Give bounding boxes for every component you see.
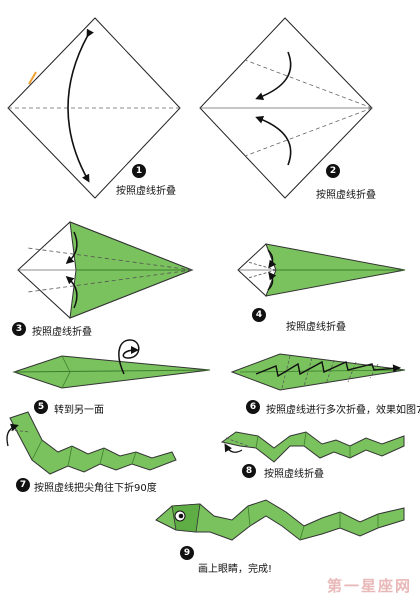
step-4-number: 4 xyxy=(252,308,266,322)
step-5-number: 5 xyxy=(34,400,48,414)
step-9-number: 9 xyxy=(180,546,194,560)
step-2-number: 2 xyxy=(326,164,340,178)
fold-arrow-upper xyxy=(255,51,292,100)
fold-down-arrow xyxy=(6,423,19,447)
step-6-figure xyxy=(230,353,406,391)
fold-arrow-upper xyxy=(65,231,78,264)
fold-arrow-lower xyxy=(255,116,292,166)
fold-arrow-lower xyxy=(267,271,277,291)
turn-over-arrow xyxy=(118,339,140,375)
step-8-number: 8 xyxy=(242,464,256,478)
step-8-figure xyxy=(220,431,405,463)
fold-arrow xyxy=(67,28,94,183)
step-5-caption: 转到另一面 xyxy=(54,405,104,416)
step-7-number: 7 xyxy=(16,478,30,492)
step-6-caption: 按照虚线进行多次折叠，效果如图7 xyxy=(266,405,420,416)
step-3-caption: 按照虚线折叠 xyxy=(32,327,92,338)
step-4-figure xyxy=(237,243,406,297)
step-8-caption: 按照虚线折叠 xyxy=(264,469,324,480)
step-3-figure xyxy=(17,221,194,319)
step-2-caption: 按照虚线折叠 xyxy=(316,190,376,201)
step-2-figure xyxy=(199,17,373,199)
step-9-caption: 画上眼睛，完成! xyxy=(198,564,273,575)
fold-arrow-lower xyxy=(65,276,78,309)
step-1-figure xyxy=(7,17,181,199)
watermark: 第一星座网 xyxy=(326,577,412,595)
step-3-number: 3 xyxy=(12,322,26,336)
step-9-figure xyxy=(155,499,405,541)
step-6-number: 6 xyxy=(246,400,260,414)
step-7-caption: 按照虚线把尖角往下折90度 xyxy=(34,483,157,494)
fold-arrow-upper xyxy=(267,249,277,269)
step-1-caption: 按照虚线折叠 xyxy=(116,186,176,197)
zigzag-fold-arrow xyxy=(255,360,401,378)
step-1-number: 1 xyxy=(132,164,146,178)
snake-pupil xyxy=(178,513,184,519)
step-7-figure xyxy=(6,411,177,475)
fold-arrow xyxy=(224,443,243,453)
step-5-figure xyxy=(12,339,211,389)
step-4-caption: 按照虚线折叠 xyxy=(286,322,346,333)
